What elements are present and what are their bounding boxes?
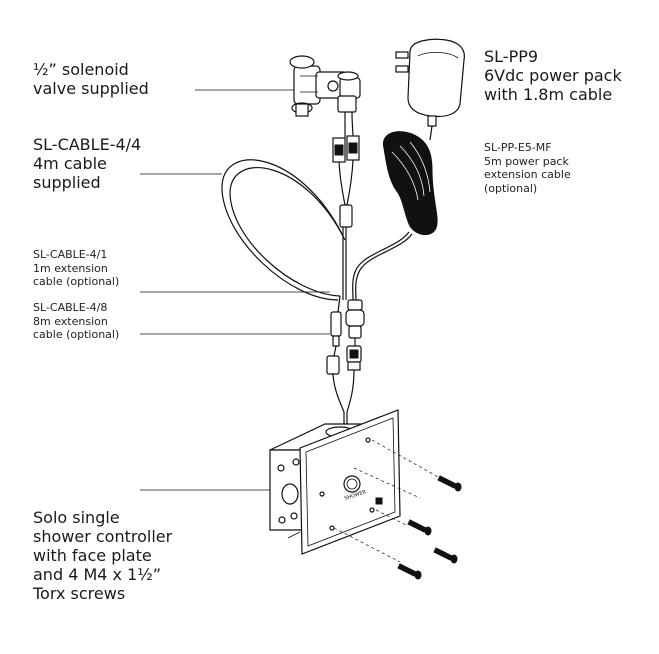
coiled-cable-4m: [221, 159, 346, 347]
valve-connectors: [332, 111, 360, 300]
label-line: cable (optional): [33, 275, 120, 288]
label-line: 6Vdc power pack: [484, 66, 622, 85]
label-line: SL-CABLE-4/8: [33, 301, 108, 314]
label-line: SL-PP9: [484, 47, 539, 66]
label-power-pack-extension: SL-PP-E5-MF 5m power pack extension cabl…: [484, 141, 571, 195]
label-line: 1m extension: [33, 261, 108, 275]
label-line: valve supplied: [33, 79, 149, 98]
label-power-pack: SL-PP9 6Vdc power pack with 1.8m cable: [484, 47, 622, 104]
label-line: and 4 M4 x 1½”: [33, 565, 162, 584]
label-line: SL-CABLE-4/1: [33, 248, 108, 261]
label-line: supplied: [33, 173, 101, 192]
label-cable-4-4: SL-CABLE-4/4 4m cable supplied: [33, 135, 141, 192]
label-cable-4-1: SL-CABLE-4/1 1m extension cable (optiona…: [33, 248, 119, 289]
label-line: Solo single: [33, 508, 120, 527]
power-pack: [395, 38, 465, 141]
label-line: with 1.8m cable: [484, 85, 613, 104]
label-line: shower controller: [33, 527, 173, 546]
coiled-extension-cable-5m: [345, 131, 438, 339]
label-line: SL-CABLE-4/4: [33, 135, 142, 154]
label-line: 8m extension: [33, 314, 108, 328]
lower-connectors: [326, 338, 362, 430]
label-line: Torx screws: [33, 584, 126, 603]
label-line: SL-PP-E5-MF: [484, 141, 552, 154]
label-line: extension cable: [484, 168, 571, 181]
label-line: 4m cable: [33, 154, 107, 173]
label-solenoid-valve: ½” solenoid valve supplied: [33, 60, 149, 98]
label-line: cable (optional): [33, 328, 120, 341]
torx-screws: [333, 439, 462, 580]
label-shower-controller: Solo single shower controller with face …: [33, 508, 172, 603]
label-cable-4-8: SL-CABLE-4/8 8m extension cable (optiona…: [33, 301, 119, 342]
label-line: ½” solenoid: [33, 60, 129, 79]
solenoid-valve: [289, 55, 361, 117]
label-line: 5m power pack: [484, 154, 569, 168]
face-plate: SHOWER: [299, 409, 401, 555]
label-line: (optional): [484, 181, 538, 195]
label-line: with face plate: [33, 546, 152, 565]
